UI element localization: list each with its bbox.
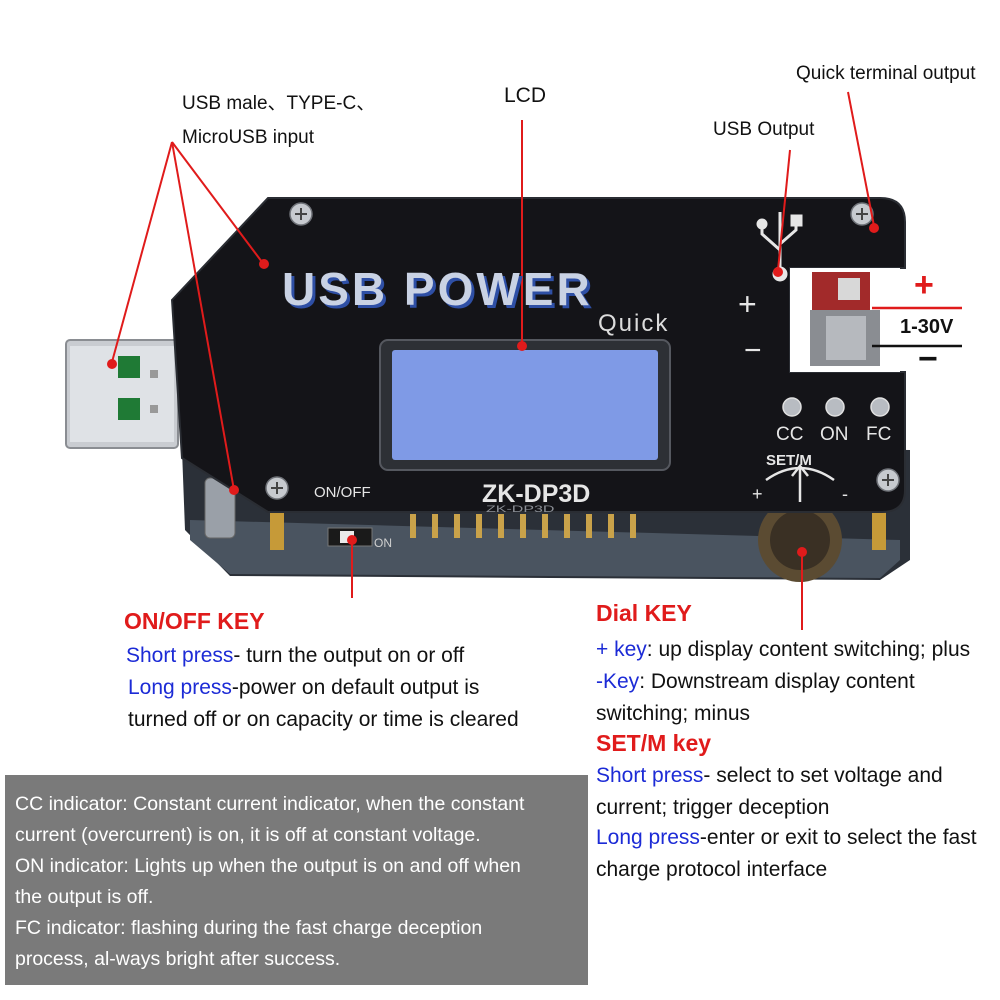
- onoff-silk-label: ON/OFF: [314, 484, 371, 501]
- info-line: process, al-ways bright after success.: [15, 948, 341, 970]
- callout-usb-input-line2: MicroUSB input: [182, 127, 314, 148]
- setm-short-press-text: - select to set voltage and: [703, 764, 943, 787]
- brand-subtitle: Quick: [598, 310, 670, 337]
- usb-symbol-icon: [756, 212, 803, 282]
- dial-plus-key: + key: up display content switching; plu…: [596, 634, 970, 665]
- brand-title: USB POWER: [282, 263, 593, 315]
- callout-usb-input-line1: USB male、TYPE-C、: [182, 93, 376, 114]
- info-line: current (overcurrent) is on, it is off a…: [15, 824, 481, 846]
- indicator-info-box: CC indicator: Constant current indicator…: [5, 775, 588, 985]
- dial-arrows-icon: [765, 463, 835, 502]
- dial-minus-label: -: [842, 484, 848, 504]
- callout-pointer-lines: [107, 91, 962, 630]
- terminal-plus-label: +: [738, 286, 757, 322]
- setm-key-title: SET/M key: [596, 730, 712, 756]
- dial-plus-key-label: + key: [596, 638, 647, 661]
- lcd-screen: [379, 339, 671, 471]
- voltage-range-label: 1-30V: [900, 316, 954, 338]
- onoff-long-press-text: -power on default output is: [231, 676, 480, 699]
- dial-minus-key-text2: switching; minus: [596, 702, 751, 725]
- callout-quick-terminal: Quick terminal output: [796, 63, 976, 84]
- onoff-key-title: ON/OFF KEY: [124, 608, 265, 634]
- switch-on-label: ON: [374, 536, 392, 550]
- setm-long-press-text2: charge protocol interface: [596, 858, 828, 881]
- quick-terminal-connector: [790, 268, 900, 372]
- onoff-long-press-text2: turned off or on capacity or time is cle…: [128, 708, 519, 731]
- indicator-label-cc: CC: [776, 424, 804, 445]
- onoff-short-press: Short press- turn the output on or off: [126, 640, 464, 671]
- dial-key-title: Dial KEY: [596, 600, 692, 626]
- dial-minus-key-text: : Downstream display content: [639, 670, 915, 693]
- onoff-long-press-label: Long press: [128, 676, 232, 699]
- info-line: the output is off.: [15, 886, 154, 908]
- setm-short-press-text2: current; trigger deception: [596, 796, 830, 819]
- outer-minus-label: −: [918, 340, 938, 378]
- callout-usb-output: USB Output: [713, 119, 815, 140]
- dial-minus-key: -Key: Downstream display content: [596, 666, 915, 697]
- onoff-short-press-text: - turn the output on or off: [233, 644, 465, 667]
- usb-male-plug: [65, 339, 179, 449]
- info-line: CC indicator: Constant current indicator…: [15, 793, 525, 815]
- outer-plus-label: +: [914, 266, 934, 304]
- setm-short-press-label: Short press: [596, 764, 704, 787]
- indicator-label-on: ON: [820, 424, 849, 445]
- info-line: FC indicator: flashing during the fast c…: [15, 917, 483, 939]
- setm-long-press-label: Long press: [596, 826, 700, 849]
- indicator-leds: [782, 397, 890, 417]
- model-label: ZK-DP3D: [482, 480, 591, 508]
- dial-label: SET/M: [766, 452, 812, 469]
- dial-minus-key-label: -Key: [596, 670, 640, 693]
- panel-screws: [265, 202, 900, 500]
- onoff-short-press-label: Short press: [126, 644, 234, 667]
- model-label-reflection: ZK-DP3D: [486, 504, 555, 515]
- terminal-minus-label: −: [744, 334, 762, 367]
- info-line: ON indicator: Lights up when the output …: [15, 855, 521, 877]
- setm-long-press: Long press-enter or exit to select the f…: [596, 822, 977, 853]
- setm-long-press-text: -enter or exit to select the fast: [699, 826, 977, 849]
- indicator-label-fc: FC: [866, 424, 892, 445]
- callout-lcd: LCD: [504, 84, 547, 107]
- dial-plus-label: +: [752, 484, 763, 504]
- setm-short-press: Short press- select to set voltage and: [596, 760, 943, 791]
- onoff-long-press: Long press-power on default output is: [128, 672, 479, 703]
- dial-plus-key-text: : up display content switching; plus: [646, 638, 971, 661]
